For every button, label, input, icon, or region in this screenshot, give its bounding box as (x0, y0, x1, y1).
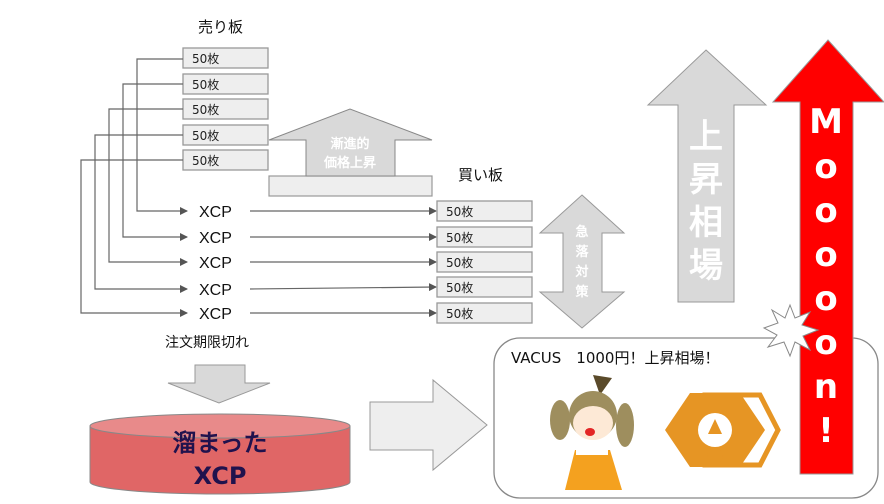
connector-arrow (80, 159, 188, 317)
bull-market-char: 場 (689, 246, 723, 286)
buy-order-box (436, 276, 533, 298)
connector-arrow (94, 134, 188, 293)
girl-illustration (550, 375, 634, 490)
gradual-rise-line1: 漸進的 (330, 136, 369, 152)
crash-guard-char: 対 (574, 264, 588, 280)
bull-market-char: 昇 (689, 160, 723, 200)
buy-board-title: 買い板 (458, 166, 503, 184)
xcp-label: XCP (199, 306, 232, 323)
xcp-pool-cylinder: 溜まった XCP (89, 413, 351, 495)
sell-order-label: 50枚 (192, 102, 219, 117)
sell-order-label: 50枚 (192, 77, 219, 92)
sell-order-label: 50枚 (192, 51, 219, 66)
bull-market-arrow: 上 昇 相 場 (646, 49, 768, 303)
buy-order-box (436, 251, 533, 273)
buy-board: 50枚 50枚 50枚 50枚 50枚 (436, 200, 533, 324)
starburst-icon (762, 303, 820, 358)
buy-order-box (436, 200, 533, 222)
bull-market-char: 上 (689, 117, 723, 157)
sell-board: 50枚 50枚 50枚 50枚 50枚 (182, 47, 269, 171)
buy-order-label: 50枚 (446, 204, 473, 219)
bull-market-char: 相 (689, 203, 723, 243)
pool-line1: 溜まった (172, 429, 267, 457)
sell-order-label: 50枚 (192, 153, 219, 168)
moon-char: n (814, 367, 838, 407)
xcp-label: XCP (199, 230, 232, 247)
sell-order-label: 50枚 (192, 128, 219, 143)
buy-order-box (436, 302, 533, 324)
moon-arrow: M o o o o o n ! (771, 39, 884, 475)
moon-char: ! (818, 411, 834, 451)
xcp-label: XCP (199, 204, 232, 221)
connectors (80, 58, 437, 317)
sell-board-title: 売り板 (198, 18, 243, 36)
buy-order-label: 50枚 (446, 230, 473, 245)
connector-arrow (249, 283, 437, 292)
moon-char: o (814, 279, 837, 319)
gradual-rise-arrow: 漸進的 価格上昇 (268, 108, 433, 197)
moon-char: o (814, 323, 837, 363)
moon-char: o (814, 191, 837, 231)
moon-char: o (814, 235, 837, 275)
crash-guard-char: 策 (575, 284, 589, 300)
sell-order-box (182, 47, 269, 69)
expired-label: 注文期限切れ (165, 335, 249, 351)
down-arrow-icon (167, 364, 271, 404)
gradual-rise-line2: 価格上昇 (323, 155, 376, 171)
buy-order-box (436, 226, 533, 248)
crash-guard-arrow: 急 落 対 策 (538, 194, 626, 329)
right-arrow-icon (369, 378, 488, 472)
buy-order-label: 50枚 (446, 306, 473, 321)
pool-line2: XCP (194, 462, 247, 490)
connector-arrow (108, 108, 188, 266)
xcp-label: XCP (199, 255, 232, 272)
crash-guard-char: 落 (575, 244, 589, 260)
buy-order-label: 50枚 (446, 255, 473, 270)
buy-order-label: 50枚 (446, 280, 473, 295)
xcp-label: XCP (199, 282, 232, 299)
callout-text: VACUS 1000円！上昇相場！ (511, 349, 719, 367)
moon-char: M (809, 102, 843, 142)
moon-char: o (814, 147, 837, 187)
crash-guard-char: 急 (575, 224, 588, 240)
vacus-logo-icon (665, 392, 781, 468)
